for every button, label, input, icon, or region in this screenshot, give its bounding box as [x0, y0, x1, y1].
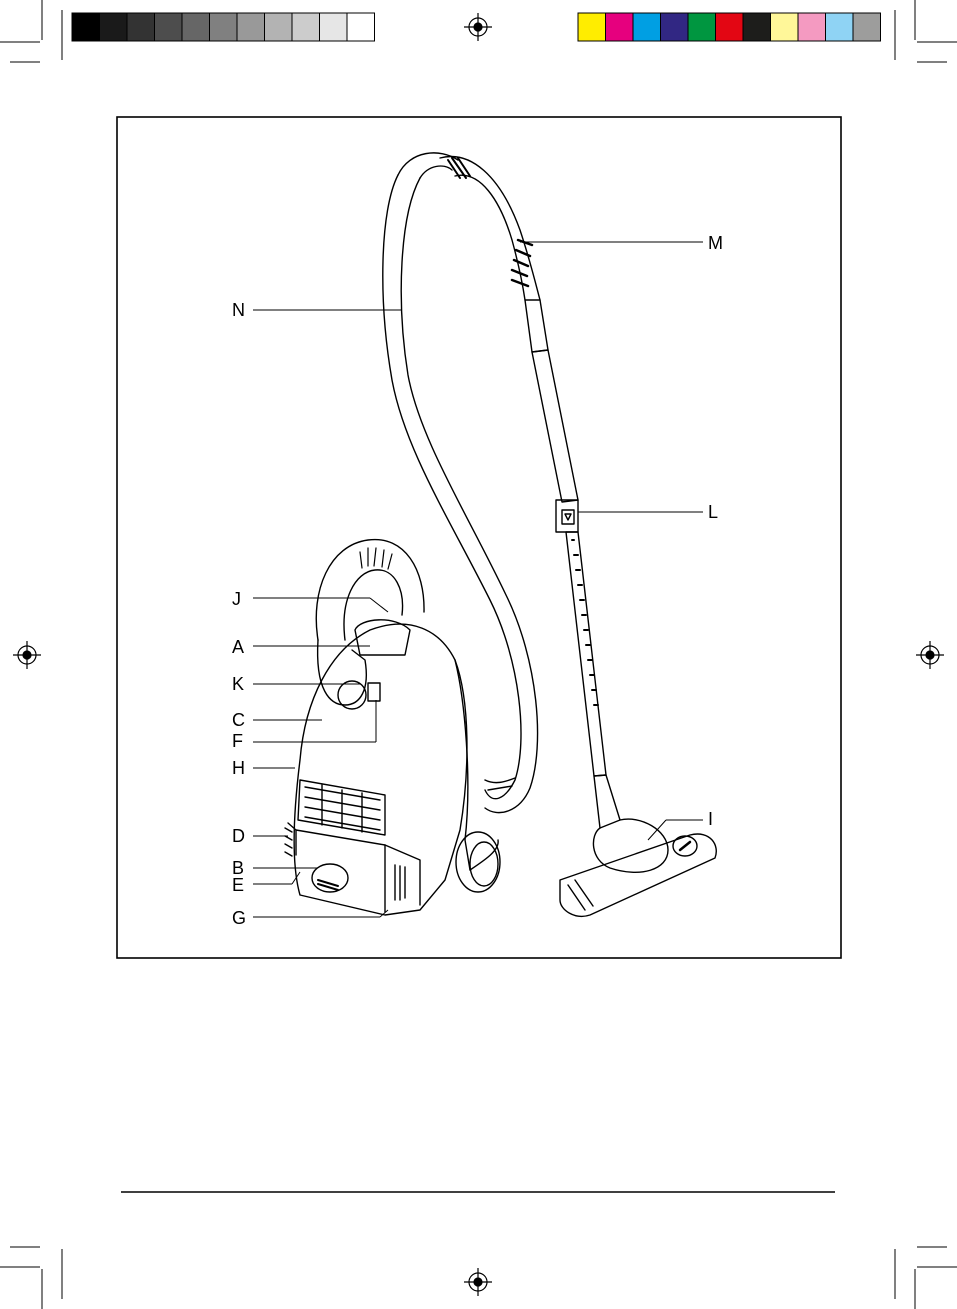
gray-swatch-0 — [72, 13, 100, 41]
color-swatch-3 — [661, 13, 689, 41]
label-c: C — [232, 711, 245, 729]
label-g: G — [232, 909, 246, 927]
label-l: L — [708, 503, 718, 521]
gray-swatch-10 — [347, 13, 375, 41]
color-swatch-1 — [606, 13, 634, 41]
gray-swatch-7 — [265, 13, 293, 41]
label-h: H — [232, 759, 245, 777]
color-swatch-9 — [826, 13, 854, 41]
leader-lines — [253, 242, 703, 917]
color-scale-bar — [578, 13, 881, 41]
color-swatch-5 — [716, 13, 744, 41]
vacuum-cleaner-icon — [285, 153, 716, 916]
label-k: K — [232, 675, 244, 693]
gray-swatch-2 — [127, 13, 155, 41]
registration-mark-top — [464, 13, 492, 41]
label-n: N — [232, 301, 245, 319]
color-swatch-7 — [771, 13, 799, 41]
gray-swatch-4 — [182, 13, 210, 41]
label-i: I — [708, 810, 713, 828]
label-f: F — [232, 732, 243, 750]
gray-swatch-3 — [155, 13, 183, 41]
label-m: M — [708, 234, 723, 252]
color-swatch-6 — [743, 13, 771, 41]
gray-swatch-8 — [292, 13, 320, 41]
registration-mark-bottom — [464, 1268, 492, 1296]
color-swatch-2 — [633, 13, 661, 41]
label-j: J — [232, 590, 241, 608]
label-a: A — [232, 638, 244, 656]
color-swatch-4 — [688, 13, 716, 41]
registration-mark-right — [916, 641, 944, 669]
color-swatch-10 — [853, 13, 881, 41]
gray-swatch-1 — [100, 13, 128, 41]
gray-swatch-9 — [320, 13, 348, 41]
gray-swatch-6 — [237, 13, 265, 41]
color-swatch-0 — [578, 13, 606, 41]
color-swatch-8 — [798, 13, 826, 41]
gray-scale-bar — [72, 13, 375, 41]
gray-swatch-5 — [210, 13, 238, 41]
label-e: E — [232, 876, 244, 894]
registration-mark-left — [13, 641, 41, 669]
label-d: D — [232, 827, 245, 845]
